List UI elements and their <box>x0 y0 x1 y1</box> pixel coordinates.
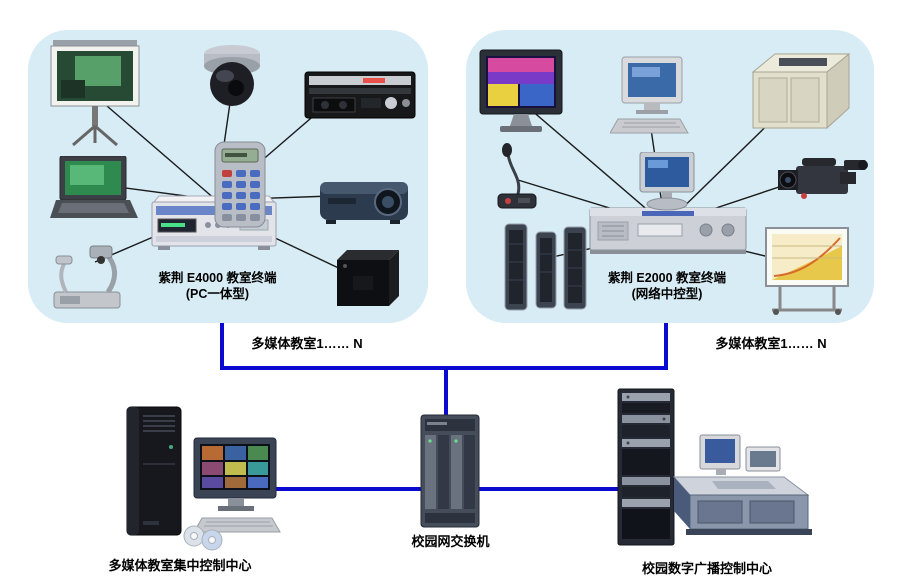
e2000-terminal-name: 紫荆 E2000 教室终端 <box>607 271 727 285</box>
monitoring-workstation-icon <box>178 436 298 552</box>
gooseneck-microphone-icon <box>496 142 538 212</box>
control-center-label: 多媒体教室集中控制中心 <box>108 558 252 573</box>
broadcast-console-icon <box>672 425 812 547</box>
e4000-terminal-label: 紫荆 E4000 教室终端 (PC一体型) <box>145 270 290 303</box>
e2000-terminal-icon <box>588 202 748 257</box>
audio-deck-icon <box>303 70 417 122</box>
broadcast-rack-icon <box>610 387 682 549</box>
video-camera-icon <box>778 152 868 207</box>
touchscreen-monitor-icon <box>632 151 702 214</box>
desktop-computer-icon <box>609 55 695 140</box>
e4000-terminal-name: 紫荆 E4000 教室终端 <box>158 271 277 285</box>
right-room-label: 多媒体教室1…… N <box>715 336 827 351</box>
plasma-tv-icon <box>478 48 568 148</box>
media-podium-icon <box>745 48 855 133</box>
switch-label: 校园网交换机 <box>411 534 490 549</box>
speaker-box-icon <box>333 246 405 312</box>
projector-icon <box>318 170 413 230</box>
laptop-icon <box>50 155 140 222</box>
dome-camera-icon <box>195 40 269 112</box>
control-keypad-icon <box>210 140 270 230</box>
network-switch-icon <box>416 413 484 531</box>
left-room-label: 多媒体教室1…… N <box>251 336 363 351</box>
e2000-terminal-label: 紫荆 E2000 教室终端 (网络中控型) <box>592 270 742 303</box>
server-tower-icon <box>113 403 195 541</box>
e4000-terminal-type: (PC一体型) <box>185 287 250 302</box>
broadcast-center-label: 校园数字广播控制中心 <box>641 561 772 576</box>
column-speakers-icon <box>503 222 595 314</box>
projection-screen-icon <box>45 40 145 148</box>
document-camera-icon <box>48 238 130 316</box>
whiteboard-chart-icon <box>760 226 855 316</box>
e2000-terminal-type: (网络中控型) <box>631 287 703 302</box>
